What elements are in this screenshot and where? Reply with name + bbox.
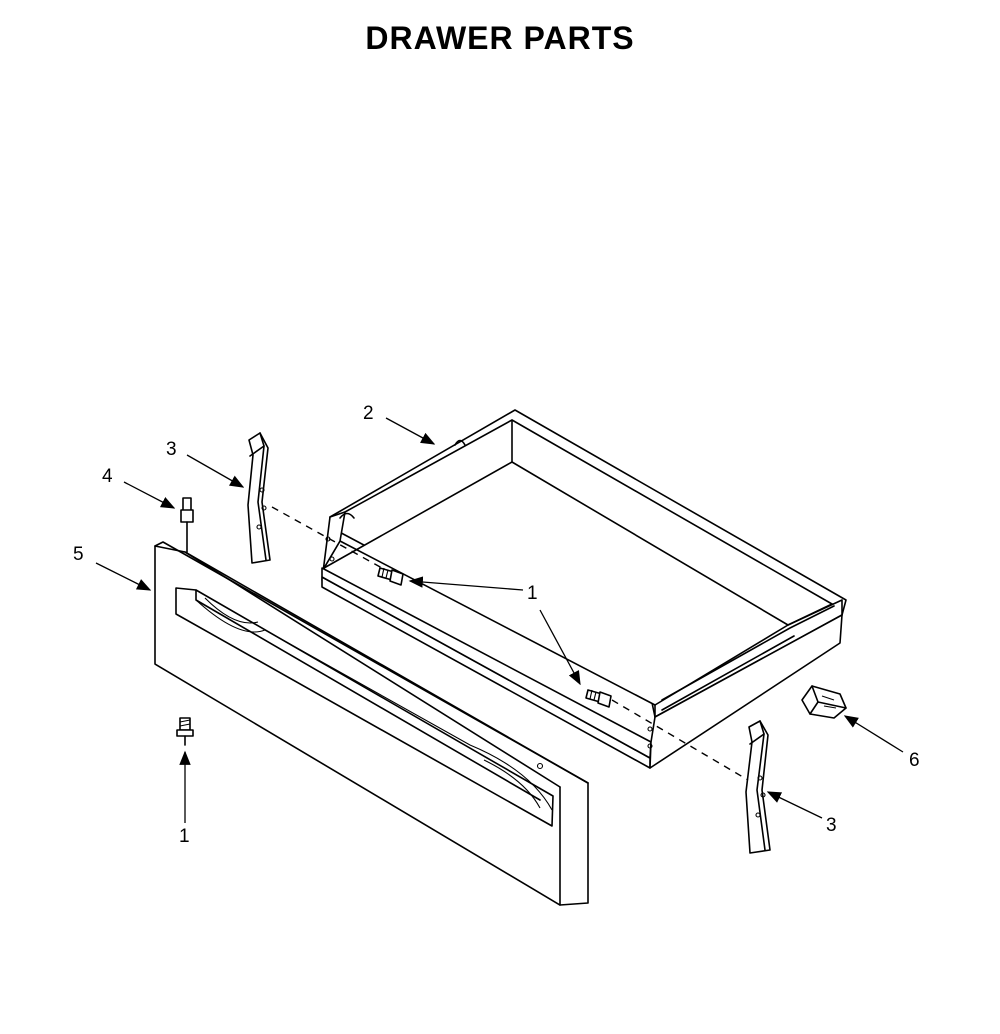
diagram-title: DRAWER PARTS — [365, 20, 635, 56]
leader-lines — [95, 417, 904, 823]
drawer-body — [321, 409, 847, 769]
callout-6: 6 — [909, 750, 920, 771]
glide-left — [247, 432, 271, 564]
clip — [801, 685, 847, 719]
callout-3-right: 3 — [826, 815, 837, 836]
alignment-line-right — [611, 699, 749, 781]
callout-1-drawer: 1 — [527, 583, 538, 604]
screw-drawer-right — [585, 689, 612, 708]
callout-5: 5 — [73, 544, 84, 565]
callout-3-left: 3 — [166, 439, 177, 460]
callout-1-front: 1 — [179, 826, 190, 847]
alignment-line-left — [271, 506, 383, 569]
glide-right — [745, 720, 771, 854]
drawer-front-panel — [154, 541, 589, 906]
screw-drawer-left — [377, 567, 404, 586]
stud — [180, 497, 194, 553]
callout-4: 4 — [102, 466, 113, 487]
callout-2: 2 — [363, 403, 374, 424]
screw-front — [176, 717, 194, 746]
